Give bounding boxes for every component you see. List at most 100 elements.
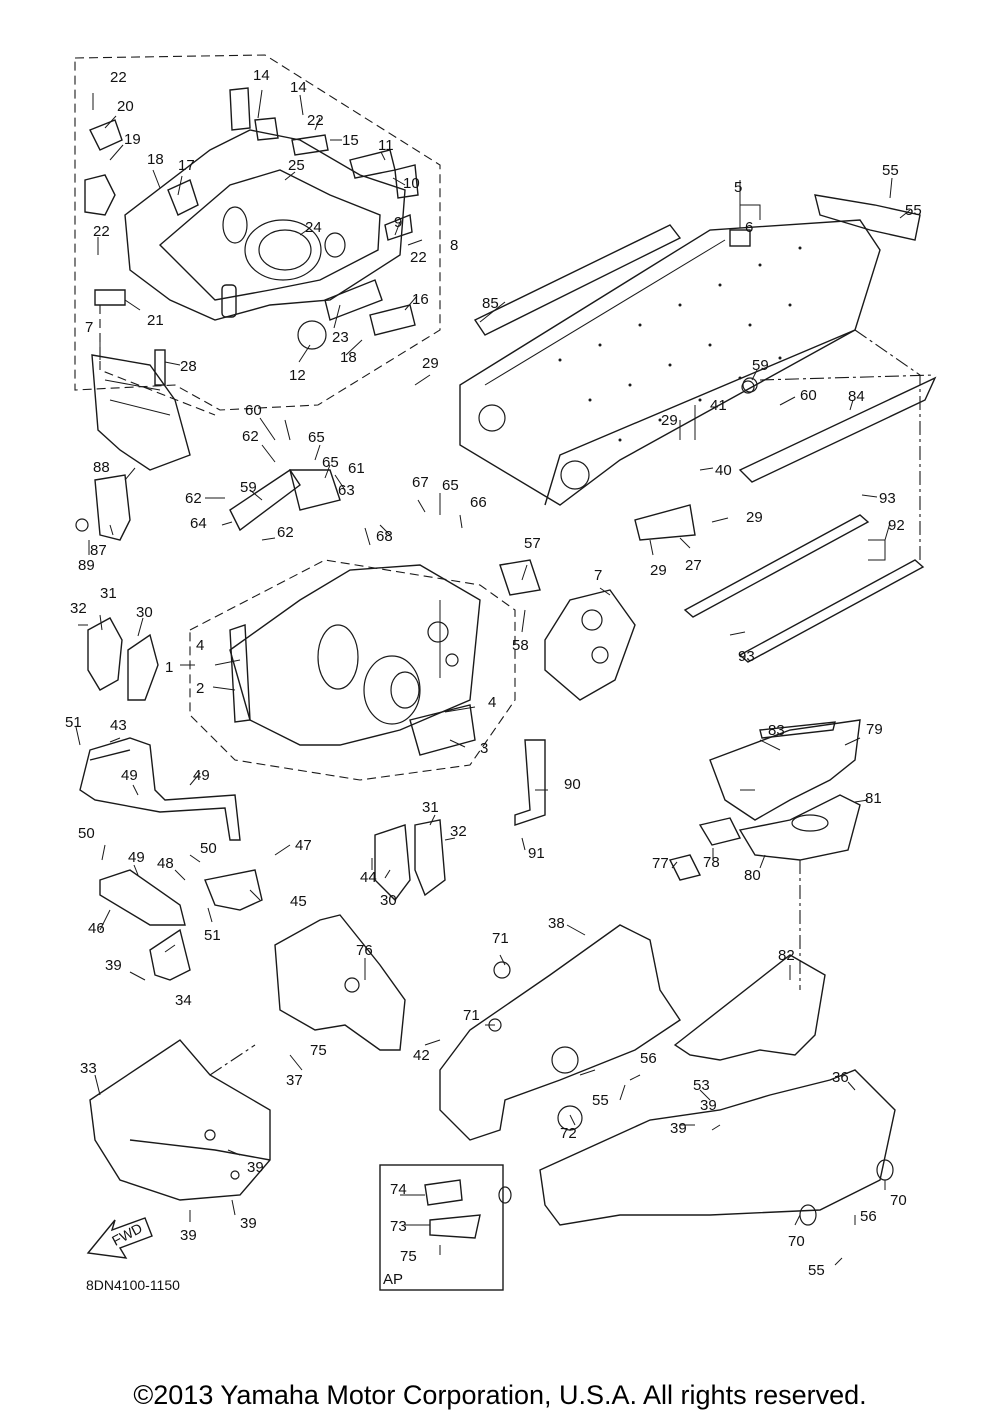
steps-group: [99, 869, 263, 981]
callout: 7: [85, 319, 93, 336]
bracket-8: [91, 349, 191, 471]
callout: 79: [866, 721, 883, 738]
callout: 22: [110, 69, 127, 86]
callout: 65: [308, 429, 325, 446]
callout: 12: [289, 367, 306, 384]
callout: 23: [332, 329, 349, 346]
callout: 46: [88, 920, 105, 937]
callout: 68: [376, 528, 393, 545]
callout: 76: [356, 942, 373, 959]
gaskets-center: [374, 819, 446, 902]
callout: 25: [288, 157, 305, 174]
callout: 29: [746, 509, 763, 526]
callout: 37: [286, 1072, 303, 1089]
callout: 89: [78, 557, 95, 574]
callout: 50: [200, 840, 217, 857]
callout: 61: [348, 460, 365, 477]
callout: 22: [410, 249, 427, 266]
callout: 7: [594, 567, 602, 584]
callout: 39: [670, 1120, 687, 1137]
cover-76: [274, 914, 406, 1051]
callout: 14: [253, 67, 270, 84]
callout: 71: [492, 930, 509, 947]
callout: 18: [147, 151, 164, 168]
callout: 50: [78, 825, 95, 842]
callout: 82: [778, 947, 795, 964]
callout: 87: [90, 542, 107, 559]
callout: 22: [93, 223, 110, 240]
callout: 39: [105, 957, 122, 974]
callout: 55: [882, 162, 899, 179]
callout: 49: [193, 767, 210, 784]
callout: 16: [412, 291, 429, 308]
callout: 29: [650, 562, 667, 579]
callout: 64: [190, 515, 207, 532]
callout: 34: [175, 992, 192, 1009]
callout: 84: [848, 388, 865, 405]
callout: 62: [277, 524, 294, 541]
callout: 36: [832, 1069, 849, 1086]
callout: 63: [338, 482, 355, 499]
callout: 4: [488, 694, 496, 711]
callout: 6: [745, 219, 753, 236]
callout: 80: [744, 867, 761, 884]
callout: 10: [403, 175, 420, 192]
callout: 2: [196, 680, 204, 697]
callout: 49: [128, 849, 145, 866]
callout: 72: [560, 1125, 577, 1142]
callout: 33: [80, 1060, 97, 1077]
callout: 81: [865, 790, 882, 807]
tunnel-rivets: [558, 246, 802, 442]
lower-panel-33: [89, 1039, 271, 1201]
callout: 48: [157, 855, 174, 872]
callout: 51: [204, 927, 221, 944]
callout: 49: [121, 767, 138, 784]
callout: 8: [450, 237, 458, 254]
callout: 42: [413, 1047, 430, 1064]
callout: 74: [390, 1181, 407, 1198]
callout: 62: [242, 428, 259, 445]
callout: 15: [342, 132, 359, 149]
callout: 21: [147, 312, 164, 329]
callout: 44: [360, 869, 377, 886]
inset-ap: [379, 1164, 504, 1291]
callout: 28: [180, 358, 197, 375]
callout: 77: [652, 855, 669, 872]
callout: 56: [640, 1050, 657, 1067]
callout: 39: [240, 1215, 257, 1232]
callout: 91: [528, 845, 545, 862]
bracket-27: [634, 504, 696, 541]
bracket-90: [514, 739, 546, 826]
callout: 51: [65, 714, 82, 731]
callout: 58: [512, 637, 529, 654]
panel-83: [498, 954, 896, 1226]
callout: 32: [450, 823, 467, 840]
callout: 70: [890, 1192, 907, 1209]
bracket-87: [75, 474, 131, 541]
callout: 41: [710, 397, 727, 414]
callout: 93: [879, 490, 896, 507]
callout: 4: [196, 637, 204, 654]
callout: 59: [240, 479, 257, 496]
callout: 53: [693, 1077, 710, 1094]
callout: 60: [245, 402, 262, 419]
inset-label: AP: [383, 1271, 403, 1288]
rails-92: [683, 514, 925, 663]
callout: 31: [100, 585, 117, 602]
callout: 47: [295, 837, 312, 854]
callout: 43: [110, 717, 127, 734]
callout: 30: [136, 604, 153, 621]
callout: 40: [715, 462, 732, 479]
copyright-notice: ©2013 Yamaha Motor Corporation, U.S.A. A…: [133, 1380, 867, 1410]
callout: 20: [117, 98, 134, 115]
callout: 65: [322, 454, 339, 471]
callout: 38: [548, 915, 565, 932]
callout: 62: [185, 490, 202, 507]
callout: 30: [380, 892, 397, 909]
callout: 18: [340, 349, 357, 366]
callout: 55: [592, 1092, 609, 1109]
callout: 93: [738, 648, 755, 665]
callout: 39: [700, 1097, 717, 1114]
callout: 71: [463, 1007, 480, 1024]
